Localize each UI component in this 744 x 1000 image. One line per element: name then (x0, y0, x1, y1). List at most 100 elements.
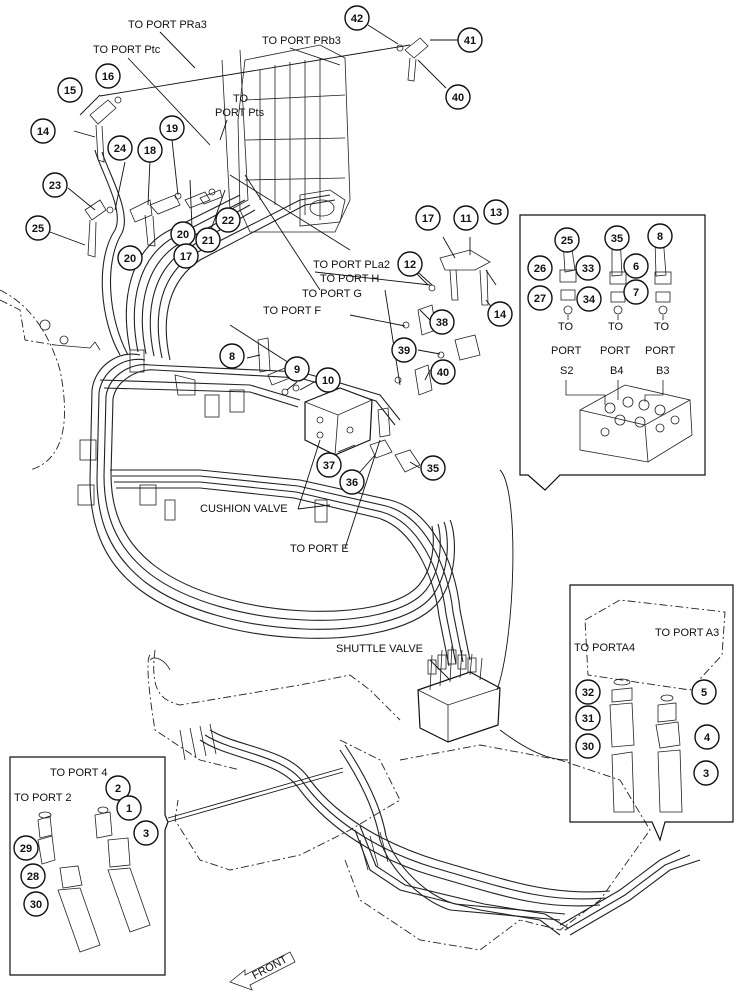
callout-23: 23 (42, 172, 68, 198)
svg-text:12: 12 (404, 259, 416, 271)
svg-text:3: 3 (703, 768, 709, 780)
svg-text:39: 39 (398, 345, 410, 357)
callout-3a: 3 (693, 760, 719, 786)
label-shuttle-valve: SHUTTLE VALVE (336, 643, 423, 655)
svg-text:11: 11 (460, 213, 472, 225)
svg-text:30: 30 (30, 899, 42, 911)
cushion-valve (304, 387, 373, 456)
callout-17a: 17 (173, 243, 199, 269)
svg-text:24: 24 (114, 143, 127, 155)
callout-8b: 8 (647, 223, 673, 249)
svg-text:37: 37 (323, 460, 335, 472)
svg-text:36: 36 (346, 477, 358, 489)
label-port-pra3: TO PORT PRa3 (128, 19, 207, 31)
callout-25: 25 (25, 215, 51, 241)
callout-2: 2 (105, 775, 131, 801)
svg-text:38: 38 (436, 317, 448, 329)
label-port-4: TO PORT 4 (50, 767, 107, 779)
callout-35a: 35 (420, 455, 446, 481)
callout-18: 18 (137, 137, 163, 163)
callout-21: 21 (195, 227, 221, 253)
fittings-top-right (396, 37, 429, 82)
callout-36: 36 (339, 469, 365, 495)
callout-28: 28 (20, 863, 46, 889)
callout-34: 34 (576, 286, 602, 312)
callout-42: 42 (344, 5, 370, 31)
frame-body-left (0, 289, 101, 471)
svg-text:35: 35 (611, 233, 623, 245)
label-cushion-valve: CUSHION VALVE (200, 503, 288, 515)
callout-22: 22 (215, 207, 241, 233)
svg-text:25: 25 (32, 223, 44, 235)
callout-29: 29 (13, 835, 39, 861)
shuttle-valve (417, 645, 501, 743)
inset-label-code-1: S2 (560, 365, 573, 377)
callout-12: 12 (397, 251, 423, 277)
svg-text:33: 33 (582, 263, 594, 275)
label-port-a4: TO PORTA4 (574, 642, 635, 654)
label-port-h: TO PORT H (320, 273, 379, 285)
svg-text:9: 9 (294, 364, 300, 376)
callout-40: 40 (445, 84, 471, 110)
fittings-right-cluster (428, 249, 491, 306)
label-port-ptc: TO PORT Ptc (93, 44, 161, 56)
label-port-prb3: TO PORT PRb3 (262, 35, 341, 47)
callout-7: 7 (623, 279, 649, 305)
callout-31: 31 (575, 705, 601, 731)
svg-text:35: 35 (427, 463, 439, 475)
svg-text:14: 14 (494, 309, 507, 321)
svg-text:34: 34 (583, 294, 596, 306)
callout-26: 26 (527, 255, 553, 281)
callout-30b: 30 (23, 891, 49, 917)
svg-text:32: 32 (582, 687, 594, 699)
inset-label-code-3: B3 (656, 365, 669, 377)
callout-3b: 3 (133, 820, 159, 846)
callouts: 42 41 40 16 15 14 24 19 18 23 25 20 20 2… (13, 5, 720, 917)
callout-39: 39 (391, 337, 417, 363)
callout-19: 19 (159, 115, 185, 141)
svg-text:8: 8 (657, 231, 663, 243)
svg-text:28: 28 (27, 871, 39, 883)
control-valve-block (237, 44, 351, 233)
callout-32: 32 (575, 679, 601, 705)
callout-20b: 20 (170, 221, 196, 247)
svg-text:4: 4 (704, 732, 711, 744)
callout-24: 24 (107, 135, 133, 161)
valve-mount-plate (221, 49, 249, 211)
inset-ports-s2-b4-b3 (519, 214, 706, 491)
inset-label-to-2: TO (608, 321, 624, 333)
label-port-f: TO PORT F (263, 305, 321, 317)
svg-text:17: 17 (422, 213, 434, 225)
svg-text:6: 6 (633, 261, 639, 273)
callout-30a: 30 (575, 733, 601, 759)
svg-text:31: 31 (582, 713, 594, 725)
svg-text:19: 19 (166, 123, 178, 135)
inset-label-port-1: PORT (551, 345, 582, 357)
lower-frame-outline (147, 649, 651, 951)
callout-14: 14 (30, 118, 56, 144)
svg-text:2: 2 (115, 783, 121, 795)
inset-ports-2-4 (9, 756, 169, 976)
callout-33: 33 (575, 255, 601, 281)
svg-text:13: 13 (490, 207, 502, 219)
callout-16: 16 (95, 63, 121, 89)
callout-20a: 20 (117, 245, 143, 271)
svg-text:22: 22 (222, 215, 234, 227)
main-hose-bundle (89, 149, 471, 667)
callout-40b: 40 (430, 359, 456, 385)
fittings-top-left (84, 96, 223, 258)
callout-5: 5 (691, 679, 717, 705)
svg-text:15: 15 (64, 85, 76, 97)
leader-lines (49, 24, 569, 823)
front-arrow: FRONT (229, 951, 296, 991)
label-port-pts-2: PORT Pts (215, 107, 265, 119)
callout-38: 38 (429, 309, 455, 335)
svg-text:14: 14 (37, 126, 50, 138)
callout-1: 1 (116, 795, 142, 821)
callout-8a: 8 (219, 343, 245, 369)
svg-text:5: 5 (701, 687, 707, 699)
inset-label-port-3: PORT (645, 345, 676, 357)
svg-text:16: 16 (102, 71, 114, 83)
hose-clamps (77, 349, 328, 523)
